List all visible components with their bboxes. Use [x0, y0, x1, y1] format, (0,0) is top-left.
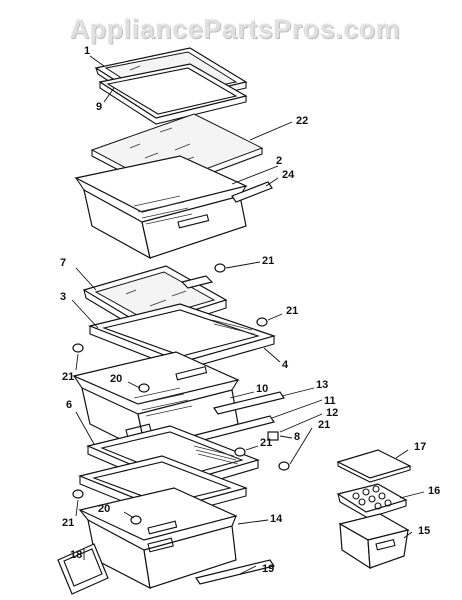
clip-21-a [214, 263, 226, 273]
clip-21-f [72, 489, 84, 499]
callout-1: 1 [84, 45, 91, 57]
callout-21-b: 21 [286, 305, 299, 317]
callout-7: 7 [60, 257, 67, 269]
callout-14: 14 [270, 513, 283, 525]
callout-21-e: 21 [318, 419, 331, 431]
clip-20-a [138, 383, 150, 393]
callout-18: 18 [70, 549, 83, 561]
part-egg-bin-15 [338, 513, 410, 570]
part-label-18 [57, 543, 109, 595]
clip-21-d [234, 447, 246, 457]
part-rail-19 [195, 559, 275, 585]
callout-2: 2 [276, 155, 283, 167]
callout-17: 17 [414, 441, 427, 453]
callout-20-b: 20 [98, 503, 111, 515]
callout-4: 4 [282, 359, 289, 371]
callout-15: 15 [418, 525, 431, 537]
callout-21-a: 21 [262, 255, 275, 267]
clip-8 [267, 431, 279, 441]
callout-13: 13 [316, 379, 329, 391]
callout-16: 16 [428, 485, 441, 497]
callout-10: 10 [256, 383, 269, 395]
callout-12: 12 [326, 407, 339, 419]
callout-11: 11 [324, 395, 336, 407]
callout-8: 8 [294, 431, 301, 443]
callout-21-c: 21 [62, 371, 75, 383]
leader-lines [71, 55, 425, 575]
callout-6: 6 [66, 399, 73, 411]
callout-19: 19 [262, 563, 275, 575]
callout-21-f: 21 [62, 517, 75, 529]
clip-21-e [278, 461, 290, 471]
callout-3: 3 [60, 291, 67, 303]
clip-21-c [72, 343, 84, 353]
part-rail-13 [213, 391, 285, 415]
clip-21-b [256, 317, 268, 327]
part-crisper-drawer-2 [74, 155, 248, 260]
callout-20-a: 20 [110, 373, 123, 385]
part-frame-9 [98, 63, 248, 125]
watermark: AppliancePartsPros.com [69, 14, 401, 44]
callout-21-d: 21 [260, 437, 273, 449]
part-rail-24 [231, 181, 273, 203]
part-drawer-14 [78, 487, 238, 590]
callout-9: 9 [96, 101, 103, 113]
callout-24: 24 [282, 169, 295, 181]
part-egg-tray-16 [336, 483, 408, 519]
part-egg-cover-17 [336, 449, 412, 483]
callout-22: 22 [296, 115, 309, 127]
